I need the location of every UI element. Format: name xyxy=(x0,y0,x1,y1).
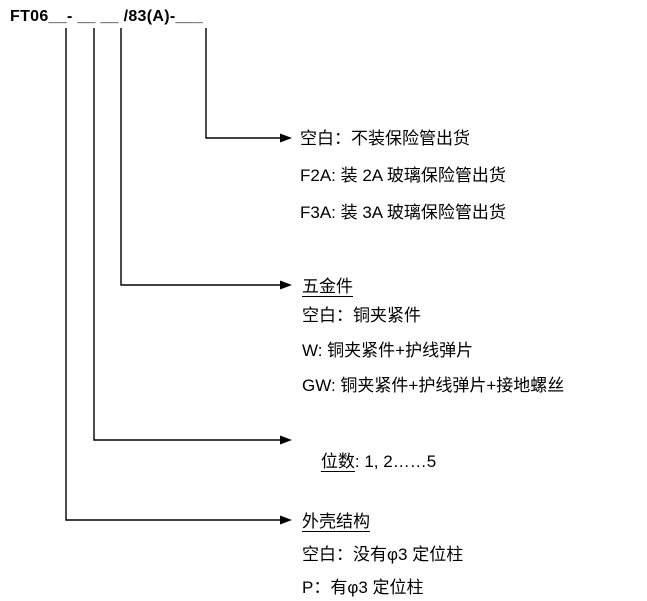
positions-heading: 位数 xyxy=(320,452,355,471)
model-code: FT06__- __ __ /83(A)-___ xyxy=(10,8,204,25)
connector-positions xyxy=(93,28,292,445)
connector-fuse-option xyxy=(205,28,292,143)
fuse-option-blank: 空白：不装保险管出货 xyxy=(300,129,470,148)
hardware-option-w: W: 铜夹紧件+护线弹片 xyxy=(302,341,474,360)
connector-shell xyxy=(65,28,292,525)
positions-value: : 1, 2……5 xyxy=(354,452,437,471)
shell-heading: 外壳结构 xyxy=(302,512,370,531)
hardware-option-gw: GW: 铜夹紧件+护线弹片+接地螺丝 xyxy=(302,376,565,395)
hardware-heading: 五金件 xyxy=(302,277,353,296)
hardware-option-blank: 空白：铜夹紧件 xyxy=(302,306,421,325)
fuse-option-f3a: F3A: 装 3A 玻璃保险管出货 xyxy=(300,203,506,222)
positions-line: 位数: 1, 2……5 xyxy=(302,429,436,495)
fuse-option-f2a: F2A: 装 2A 玻璃保险管出货 xyxy=(300,166,506,185)
connector-hardware xyxy=(120,28,292,290)
shell-option-p: P：有φ3 定位柱 xyxy=(302,578,424,597)
shell-option-blank: 空白：没有φ3 定位柱 xyxy=(302,545,464,564)
